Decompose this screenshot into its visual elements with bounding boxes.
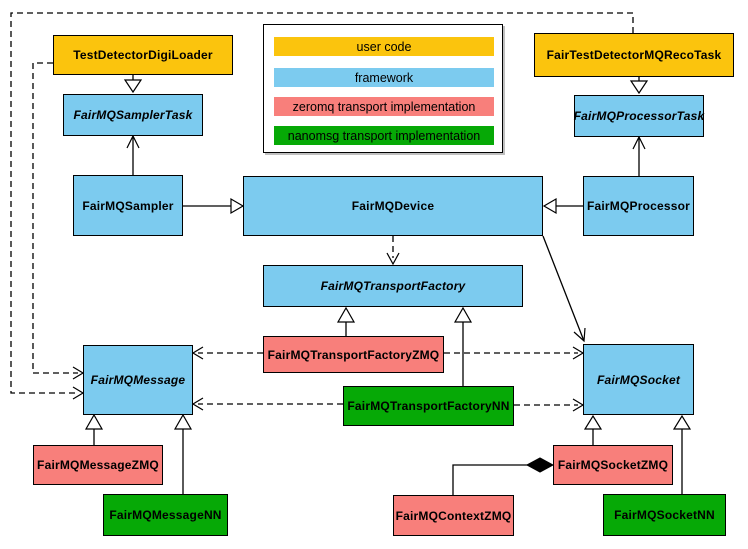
open-arrowhead (386, 252, 400, 266)
hollow-triangle (173, 413, 193, 430)
edge-factoryzmq-socket-dashed (444, 346, 585, 360)
edge-processor-device (542, 197, 583, 215)
hollow-triangle (123, 79, 143, 94)
node-fairmqdevice: FairMQDevice (243, 176, 543, 236)
hollow-triangle (629, 80, 649, 95)
open-arrowhead (632, 135, 646, 150)
legend-item-zeromq: zeromq transport implementation (274, 97, 494, 116)
edge-messagenn-message (173, 413, 193, 494)
node-fairmqmessagezmq: FairMQMessageZMQ (33, 445, 163, 485)
edge-digiloader-samplertask (123, 75, 143, 94)
edge-contextzmq-socketzmq-composition (452, 457, 555, 495)
edge-factorynn-message-dashed (191, 397, 343, 411)
edge-factorynn-transportfactory (453, 306, 473, 386)
node-fairmqprocessor: FairMQProcessor (583, 176, 694, 236)
edge-processor-processortask (632, 135, 646, 176)
node-fairmqtransportfactorynn: FairMQTransportFactoryNN (343, 386, 514, 426)
hollow-triangle (84, 413, 104, 430)
open-arrowhead (191, 346, 204, 360)
edge-factoryzmq-transportfactory (336, 306, 356, 336)
edge-sampler-samplertask (126, 134, 140, 175)
node-fairmqcontextzmq: FairMQContextZMQ (393, 495, 514, 536)
hollow-triangle (336, 306, 356, 323)
node-fairmqmessagenn: FairMQMessageNN (103, 494, 228, 536)
filled-diamond (525, 457, 555, 473)
edge-device-socket (542, 235, 586, 343)
node-testdetectordigiloader: TestDetectorDigiLoader (53, 35, 233, 75)
node-fairmqtransportfactory: FairMQTransportFactory (263, 265, 523, 307)
node-fairmqprocessortask: FairMQProcessorTask (574, 95, 704, 137)
node-fairmqsocketnn: FairMQSocketNN (603, 494, 726, 536)
hollow-triangle (542, 197, 557, 215)
hollow-triangle (453, 306, 473, 323)
node-fairmqmessage: FairMQMessage (83, 345, 193, 415)
hollow-triangle (230, 197, 245, 215)
node-fairmqsocketzmq: FairMQSocketZMQ (553, 445, 673, 485)
edge-socketzmq-socket (583, 414, 603, 445)
legend-item-framework: framework (274, 68, 494, 87)
node-fairtestdetectormqrecotask: FairTestDetectorMQRecoTask (534, 33, 734, 77)
edge-messagezmq-message (84, 413, 104, 445)
open-arrowhead (191, 397, 204, 411)
edge-factoryzmq-message-dashed (191, 346, 263, 360)
hollow-triangle (583, 414, 603, 430)
open-arrowhead (126, 134, 140, 149)
edge-sampler-device (183, 197, 245, 215)
edge-socketnn-socket (672, 414, 692, 494)
node-fairmqsocket: FairMQSocket (583, 344, 694, 415)
legend-item-nanomsg: nanomsg transport implementation (274, 126, 494, 145)
open-arrowhead (573, 327, 586, 343)
node-fairmqtransportfactoryzmq: FairMQTransportFactoryZMQ (263, 336, 444, 373)
node-fairmqsamplertask: FairMQSamplerTask (63, 94, 203, 136)
legend-box: user code framework zeromq transport imp… (263, 24, 503, 153)
node-fairmqsampler: FairMQSampler (73, 175, 183, 236)
legend-item-user-code: user code (274, 37, 494, 56)
edge-recotask-processortask (629, 77, 649, 95)
edge-factorynn-socket-dashed (514, 398, 585, 412)
hollow-triangle (672, 414, 692, 430)
edge-device-transportfactory-dashed (386, 236, 400, 266)
